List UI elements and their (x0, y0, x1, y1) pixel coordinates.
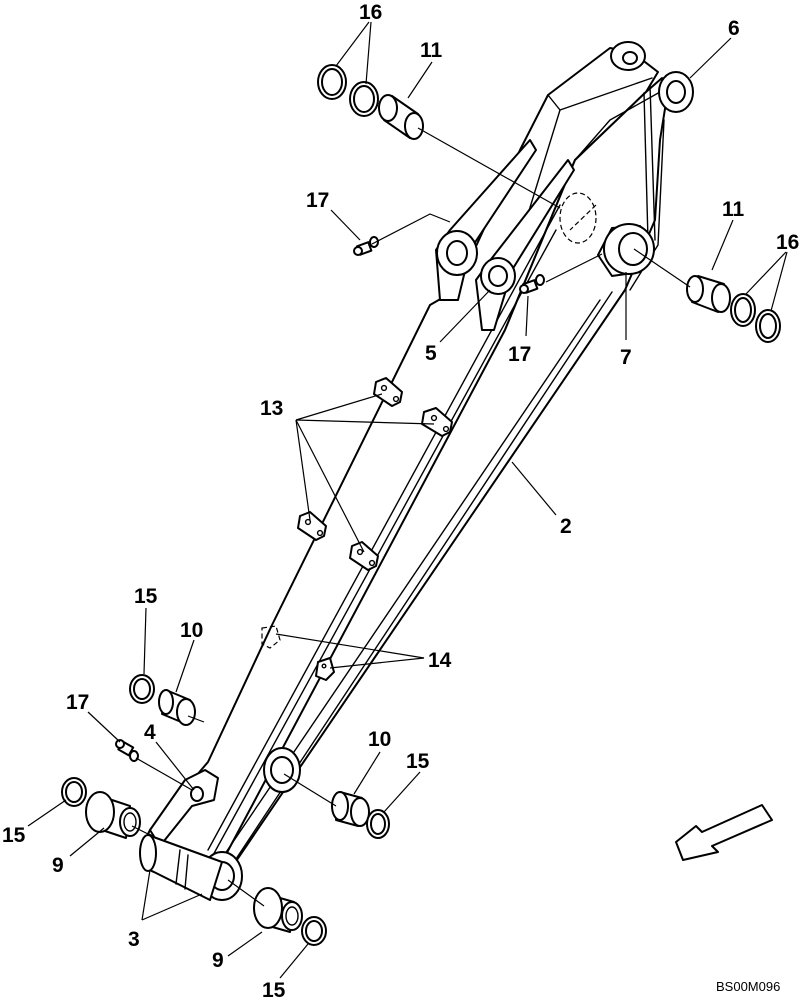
top-lug-boss (610, 41, 646, 71)
bushing-11-top (378, 94, 424, 140)
bushing-10-right (331, 791, 370, 827)
callout-15-right: 15 (406, 750, 430, 773)
grease-fitting-mid (519, 274, 545, 294)
callout-11-right: 11 (722, 198, 745, 221)
drawing-reference: BS00M096 (716, 979, 780, 994)
cylinder-pin-boss (597, 223, 655, 277)
pipe-clamp-bracket-1 (373, 377, 403, 407)
callout-16-right: 16 (776, 231, 799, 254)
bracket-grease-port (190, 786, 204, 802)
shim-15-right (366, 809, 390, 839)
shim-15-upper-left (129, 674, 155, 704)
pipe-clamp-bracket-3 (297, 511, 327, 541)
callout-17-mid: 17 (508, 343, 531, 366)
pipe-clamp-bracket-4 (349, 541, 379, 571)
shim-16-d (755, 309, 781, 343)
callout-7: 7 (620, 346, 632, 369)
shim-16-a (317, 64, 347, 100)
callout-15-left: 15 (2, 824, 26, 847)
callout-9-left: 9 (52, 854, 64, 877)
callout-15-bottom: 15 (262, 979, 286, 1000)
callout-15-upper-left: 15 (134, 585, 158, 608)
shim-15-left (61, 777, 87, 807)
grease-fitting-top (353, 236, 379, 256)
callout-3: 3 (128, 928, 140, 951)
assembly-lines (131, 127, 691, 907)
callout-10-right: 10 (368, 728, 391, 751)
callout-4: 4 (144, 721, 156, 744)
callout-14: 14 (428, 649, 452, 672)
callout-11-top: 11 (420, 39, 443, 62)
shim-15-bottom (301, 916, 327, 946)
boom-pin-boss (658, 71, 694, 113)
bushing-11-right (686, 275, 731, 313)
grease-fitting-bottom (115, 739, 139, 762)
callout-16-top: 16 (359, 1, 382, 24)
mid-pin-boss (263, 747, 301, 793)
callout-5: 5 (425, 342, 437, 365)
flanged-bushing-9-right (253, 887, 303, 933)
callout-13: 13 (260, 397, 283, 420)
callout-2: 2 (560, 515, 572, 538)
shim-16-c (730, 293, 756, 327)
callout-17-top: 17 (306, 189, 329, 212)
front-direction-arrow (675, 804, 773, 861)
callout-10-left: 10 (180, 619, 203, 642)
flanged-bushing-9-left (85, 791, 141, 839)
hidden-bushing (559, 192, 597, 244)
shim-16-b (349, 81, 379, 117)
link-pin-boss-left (436, 230, 478, 276)
bottom-tube (139, 834, 223, 901)
callout-9-right: 9 (212, 949, 224, 972)
bushing-10-left (158, 689, 196, 726)
leader-lines (27, 21, 788, 979)
plate-bracket-hidden (261, 625, 281, 649)
plate-bracket (315, 657, 335, 681)
callout-17-bottom: 17 (66, 691, 89, 714)
link-pin-boss-right (480, 257, 516, 295)
callout-6: 6 (728, 17, 740, 40)
